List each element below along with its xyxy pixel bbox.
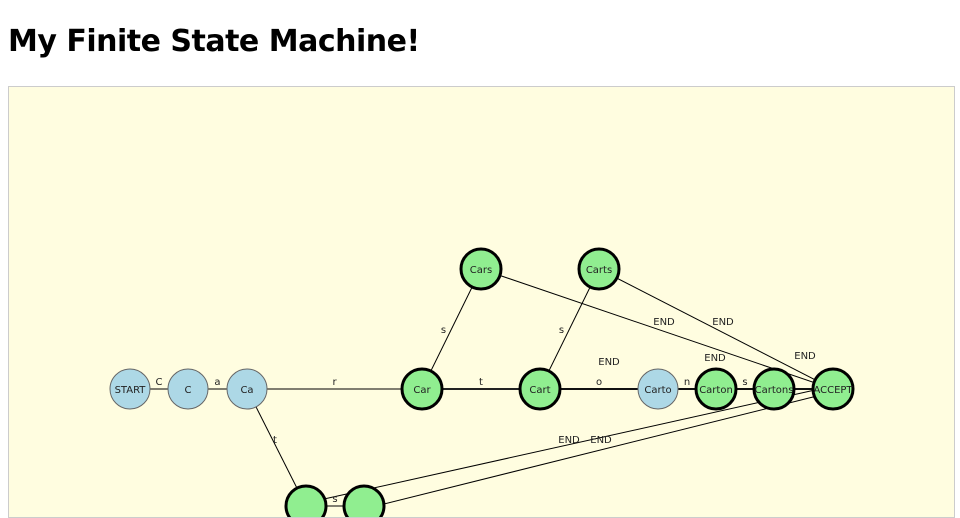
edge-Ca-Cat — [246, 388, 307, 507]
state-node-Cat[interactable] — [284, 484, 328, 517]
state-label: ACCEPT — [813, 385, 853, 396]
state-label: Carton — [699, 385, 733, 396]
edge-label: END — [598, 357, 620, 368]
state-node-Cart[interactable] — [518, 367, 562, 411]
edge-label: s — [441, 325, 446, 336]
edge-label: END — [653, 317, 675, 328]
state-node-Cartons[interactable] — [752, 367, 796, 411]
edge-label: t — [273, 435, 277, 446]
edge-label: s — [559, 325, 564, 336]
edge-label: C — [156, 377, 163, 388]
edge-Cats-ACCEPT — [363, 391, 834, 510]
edge-label: END — [794, 351, 816, 362]
edge-label: END — [558, 435, 580, 446]
state-label: START — [115, 385, 147, 396]
edge-label: n — [684, 377, 690, 388]
state-node-Car[interactable] — [400, 367, 444, 411]
state-node-Carto[interactable] — [637, 368, 679, 410]
state-node-Carts[interactable] — [577, 247, 621, 291]
edge-label: END — [712, 317, 734, 328]
edge-label: a — [214, 377, 220, 388]
state-node-C[interactable] — [167, 368, 209, 410]
state-node-Ca[interactable] — [226, 368, 268, 410]
state-label: C — [185, 385, 192, 396]
edge-Car-Cars — [421, 268, 482, 390]
state-node-Cars[interactable] — [459, 247, 503, 291]
edge-Cat-ACCEPT — [305, 385, 834, 504]
edge-Cart-Carts — [539, 268, 600, 390]
edge-label: t — [479, 377, 483, 388]
state-label: Carts — [586, 265, 612, 276]
state-node-ACCEPT[interactable] — [811, 367, 855, 411]
edge-label: s — [742, 377, 747, 388]
state-label: Carto — [644, 385, 671, 396]
state-label: Cars — [470, 265, 492, 276]
edge-label: o — [596, 377, 602, 388]
state-label: Car — [413, 385, 431, 396]
state-node-START[interactable] — [109, 368, 151, 410]
state-label: Cartons — [755, 385, 794, 396]
edge-Carts-ACCEPT — [598, 268, 834, 390]
edge-label: END — [590, 435, 612, 446]
state-label: Cart — [529, 385, 550, 396]
state-node-Cats[interactable] — [342, 484, 386, 517]
page-title: My Finite State Machine! — [8, 24, 420, 59]
edge-label: r — [332, 377, 337, 388]
state-label: Ca — [240, 385, 253, 396]
edge-label: END — [704, 353, 726, 364]
state-node-Carton[interactable] — [694, 367, 738, 411]
